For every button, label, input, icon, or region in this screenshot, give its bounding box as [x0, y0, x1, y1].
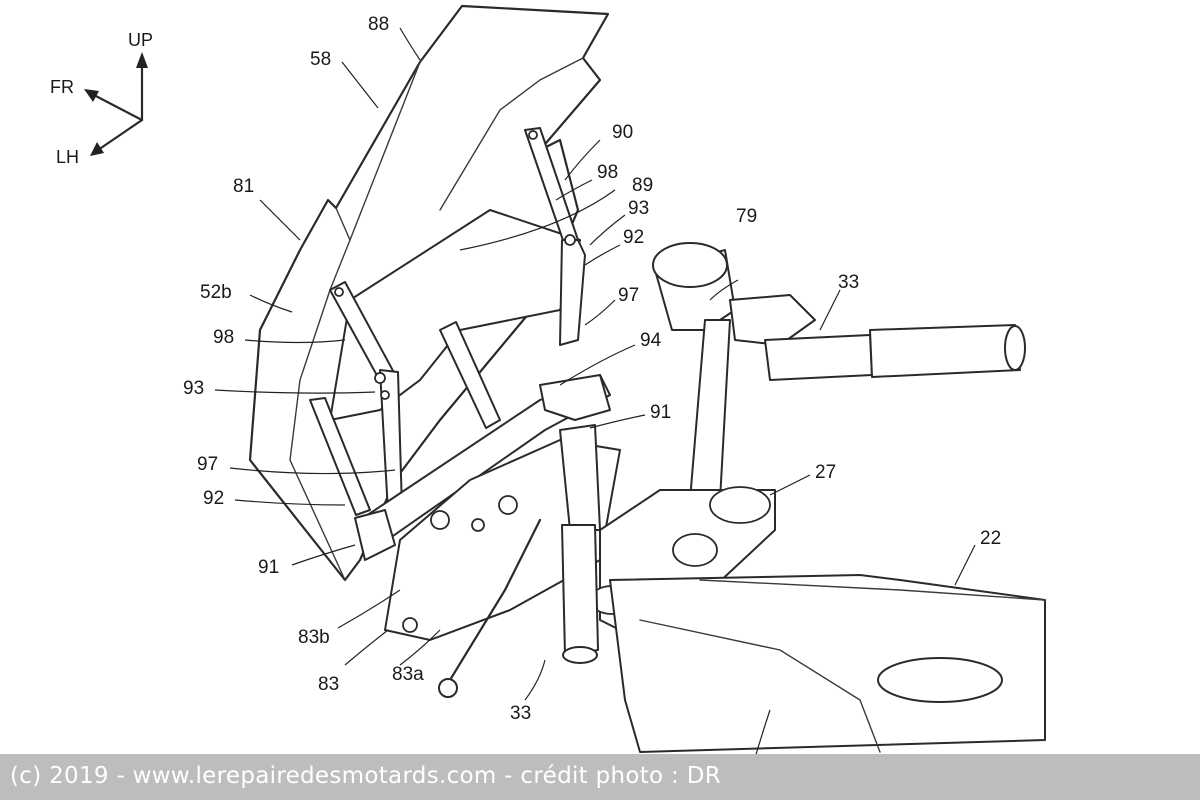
leader-83	[345, 630, 388, 665]
label-83: 83	[318, 674, 339, 695]
label-94: 94	[640, 330, 662, 351]
label-97-upper: 97	[618, 285, 639, 306]
leader-88	[400, 28, 420, 60]
leader-33a	[820, 290, 840, 330]
steering-stem-hole	[673, 534, 717, 566]
label-52b: 52b	[200, 282, 232, 303]
windscreen-front-edge	[336, 62, 420, 240]
leader-22a	[955, 545, 975, 585]
label-81: 81	[233, 176, 254, 197]
leader-92a	[585, 245, 620, 265]
frame-hole-3	[499, 496, 517, 514]
label-93-lower: 93	[183, 378, 204, 399]
grip-end-left	[563, 647, 597, 663]
frame-hole-4	[403, 618, 417, 632]
reservoir-cap	[653, 243, 727, 287]
leader-58	[342, 62, 378, 108]
fork-clamp-right	[710, 487, 770, 523]
leader-90	[565, 140, 600, 180]
pivot-98-right	[529, 131, 537, 139]
leader-93a	[590, 215, 625, 245]
handlebar-right	[765, 325, 1025, 380]
leader-97a	[585, 300, 615, 325]
label-33-right: 33	[838, 272, 859, 293]
label-97-lower: 97	[197, 454, 218, 475]
pivot-93-left-2	[381, 391, 389, 399]
leader-33b	[525, 660, 545, 700]
leader-81	[260, 200, 300, 240]
leader-92b	[235, 500, 345, 505]
credit-text: (c) 2019 - www.lerepairedesmotards.com -…	[10, 763, 721, 789]
tank-cap	[878, 658, 1002, 702]
grip-end-right	[1005, 326, 1025, 370]
label-22-upper: 22	[980, 528, 1001, 549]
windscreen-inner-edge	[440, 58, 583, 210]
left-arrowhead	[90, 142, 104, 156]
direction-left-label: LH	[56, 147, 79, 167]
pivot-93-left	[375, 373, 385, 383]
leader-91b	[292, 545, 355, 565]
stay-97-right	[440, 322, 500, 428]
direction-front-label: FR	[50, 77, 74, 97]
leader-97b	[230, 468, 395, 474]
up-arrowhead	[136, 52, 148, 68]
label-98-lower: 98	[213, 327, 234, 348]
label-83b: 83b	[298, 627, 330, 648]
pivot-93-right	[565, 235, 575, 245]
left-arrow	[98, 120, 142, 150]
pivot-98-left	[335, 288, 343, 296]
label-83a: 83a	[392, 664, 424, 685]
direction-compass	[84, 52, 148, 156]
label-33-left: 33	[510, 703, 531, 724]
label-58: 58	[310, 49, 331, 70]
leader-91a	[590, 415, 645, 428]
grip-right	[870, 325, 1020, 377]
label-93-upper: 93	[628, 198, 649, 219]
front-arrow	[92, 94, 142, 120]
frame-hole-1	[431, 511, 449, 529]
label-79: 79	[736, 206, 757, 227]
label-98-upper: 98	[597, 162, 618, 183]
fork-stem	[690, 320, 730, 500]
label-91-lower: 91	[258, 557, 279, 578]
lever-tip	[439, 679, 457, 697]
label-88: 88	[368, 14, 389, 35]
credit-banner: (c) 2019 - www.lerepairedesmotards.com -…	[0, 754, 1200, 800]
label-91-upper: 91	[650, 402, 671, 423]
stay-92-right	[560, 240, 585, 345]
leader-27	[770, 475, 810, 495]
label-90: 90	[612, 122, 633, 143]
label-92-lower: 92	[203, 488, 224, 509]
handlebar-tube-right	[765, 335, 872, 380]
label-92-upper: 92	[623, 227, 644, 248]
label-27: 27	[815, 462, 836, 483]
label-89: 89	[632, 175, 653, 196]
grip-left	[562, 525, 598, 655]
frame-body	[610, 575, 1045, 752]
direction-up-label: UP	[128, 30, 153, 50]
frame-hole-2	[472, 519, 484, 531]
